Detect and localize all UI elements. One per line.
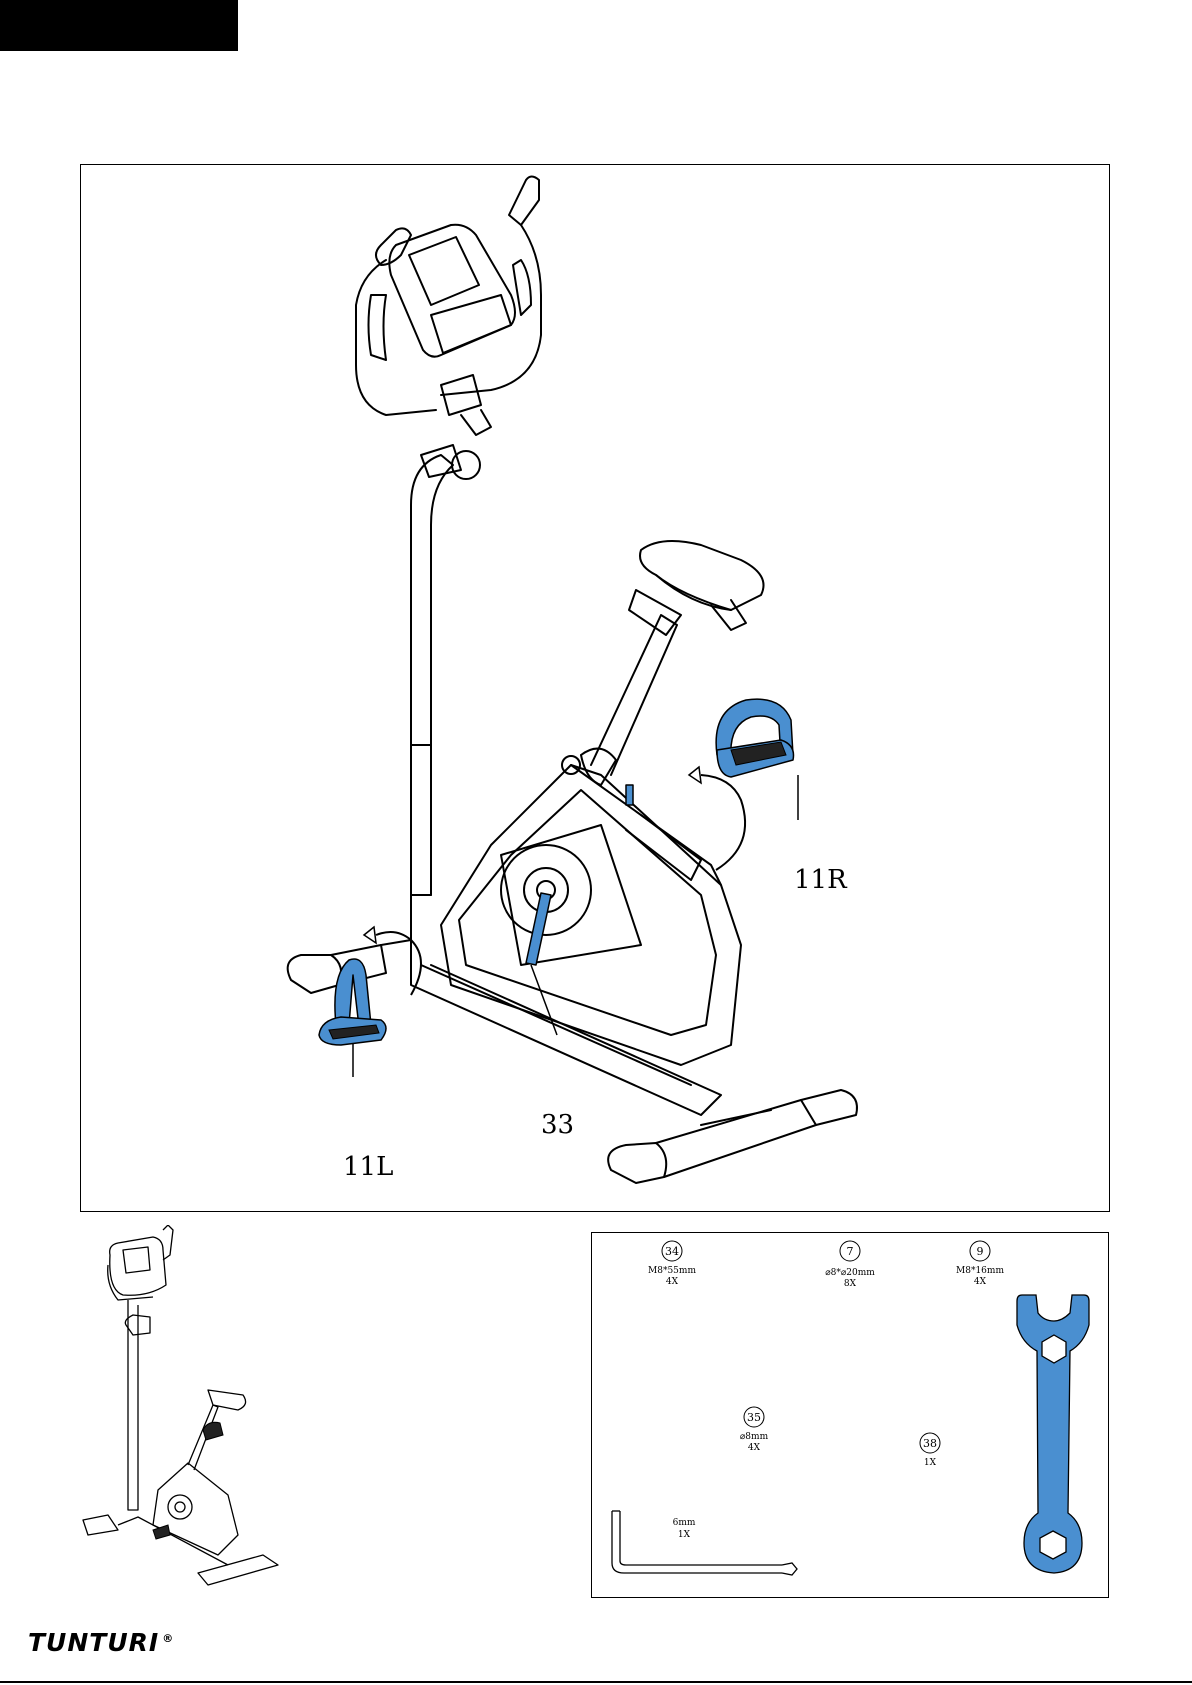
part-34-qty: 4X	[666, 1277, 679, 1287]
allen-key-qty: 1X	[678, 1530, 691, 1540]
callout-33: 33	[541, 1110, 574, 1140]
part-34-spec: M8*55mm	[648, 1266, 696, 1276]
part-9-qty: 4X	[974, 1277, 987, 1287]
allen-key-size: 6mm	[673, 1518, 696, 1528]
part-35-qty: 4X	[748, 1443, 761, 1453]
part-7-spec: ⌀8*⌀20mm	[825, 1268, 875, 1278]
part-7-number: 7	[847, 1245, 854, 1258]
part-7-qty: 8X	[844, 1279, 857, 1289]
assembly-figure-frame: 11R 33 11L	[80, 164, 1110, 1212]
callout-11l: 11L	[343, 1152, 393, 1182]
exercise-bike-illustration	[81, 165, 1111, 1213]
part-38-number: 38	[923, 1437, 937, 1450]
callout-11r: 11R	[794, 865, 847, 895]
part-35-spec: ⌀8mm	[740, 1432, 769, 1442]
tunturi-logo: TUNTURI®	[28, 1628, 174, 1657]
header-black-tab	[0, 0, 238, 51]
part-9-spec: M8*16mm	[956, 1266, 1004, 1276]
part-35-number: 35	[747, 1411, 761, 1424]
assembled-bike-thumbnail	[78, 1225, 318, 1595]
footer-rule	[0, 1681, 1192, 1683]
part-38-qty: 1X	[924, 1458, 937, 1468]
part-34-number: 34	[665, 1245, 679, 1258]
allen-key-icon	[612, 1511, 797, 1575]
spanner-wrench-icon	[1017, 1295, 1089, 1573]
part-9-number: 9	[977, 1245, 984, 1258]
hardware-parts-box: 34 M8*55mm 4X 7 ⌀8*⌀20mm 8X 9 M8*16mm 4X…	[591, 1232, 1109, 1598]
